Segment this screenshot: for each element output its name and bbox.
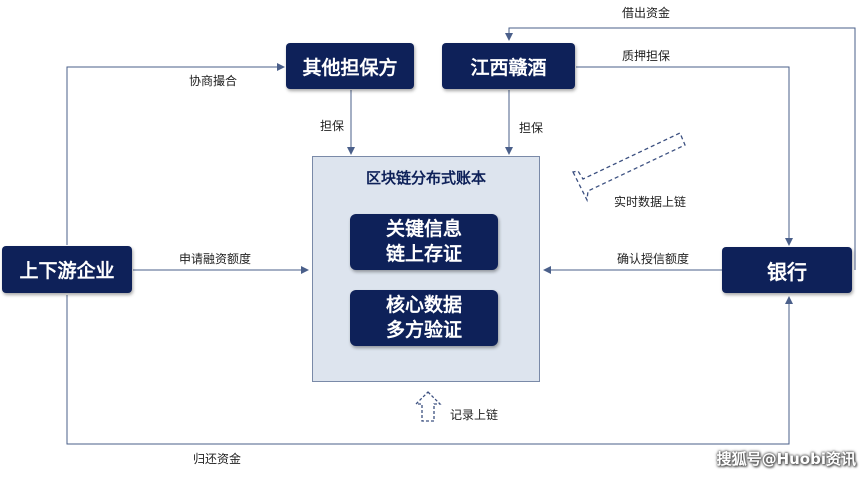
ledger-title: 区块链分布式账本 [365,169,486,187]
key-info-box: 关键信息 链上存证 [350,214,498,270]
label-guarantee-right: 担保 [519,121,544,135]
label-coordinate-match: 协商撮合 [189,74,238,88]
key-info-line1: 关键信息 [385,218,462,240]
node-other-guarantor-label: 其他担保方 [302,56,398,79]
edge-coordinate-match [66,63,285,245]
label-pledge-guarantee: 质押担保 [622,49,671,63]
realtime-chain-arrow [572,132,686,203]
label-confirm-credit: 确认授信额度 [617,252,690,266]
node-other-guarantor: 其他担保方 [286,43,414,89]
edge-pledge-guarantee [576,66,793,246]
node-upstream-enterprise: 上下游企业 [2,246,132,293]
watermark: 搜狐号@Huobi资讯 [716,450,856,468]
record-chain-arrow [414,391,442,422]
core-data-box: 核心数据 多方验证 [350,290,498,346]
label-guarantee-left: 担保 [320,119,345,133]
label-record-chain: 记录上链 [450,408,499,422]
label-realtime-chain: 实时数据上链 [614,195,687,209]
edge-repay-funds [66,295,793,445]
node-jiangxi-ganjiu: 江西赣酒 [442,43,575,89]
label-apply-credit: 申请融资额度 [179,252,252,266]
node-bank-label: 银行 [767,259,807,284]
node-jiangxi-ganjiu-label: 江西赣酒 [470,56,547,79]
label-lend-funds: 借出资金 [622,6,671,20]
node-upstream-enterprise-label: 上下游企业 [19,260,115,282]
label-repay-funds: 归还资金 [193,452,242,466]
edge-lend-funds [505,27,856,270]
node-bank: 银行 [722,247,852,293]
core-data-line2: 多方验证 [385,319,462,341]
key-info-line2: 链上存证 [385,243,462,265]
core-data-line1: 核心数据 [385,294,462,316]
